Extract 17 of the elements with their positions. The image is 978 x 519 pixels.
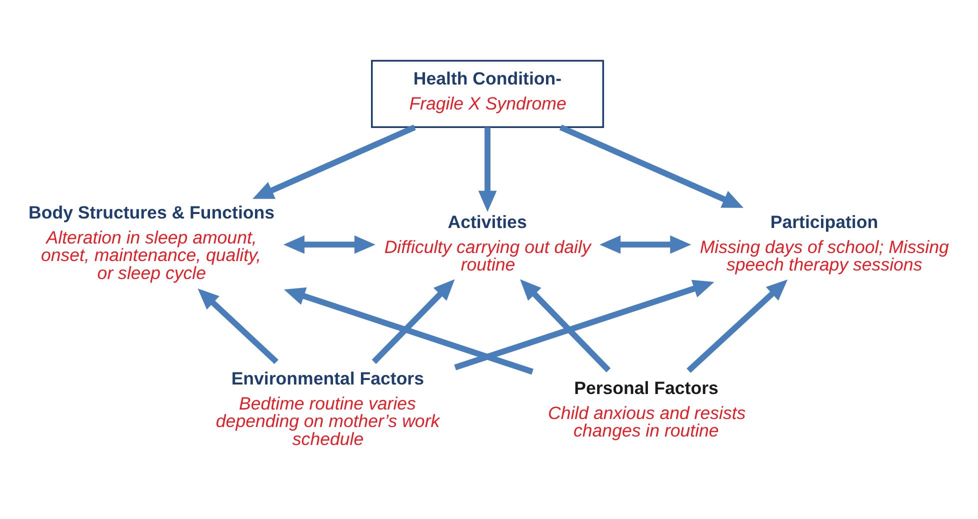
node-text: Body Structures & Functions Alteration in sleep amount, onset, maintenance, quality, or sleep cycle <box>28 202 275 282</box>
arrow <box>372 278 455 364</box>
arrow <box>284 286 534 374</box>
node-text: Environmental Factors Bedtime routine varies depending on mother’s work schedule <box>216 368 440 449</box>
arrow <box>600 234 692 254</box>
arrow <box>252 124 416 198</box>
arrow <box>283 234 376 254</box>
arrow <box>454 279 714 370</box>
arrow <box>198 288 278 364</box>
arrow <box>686 279 788 372</box>
node-text: Personal Factors Child anxious and resists changes in routine <box>548 378 746 440</box>
arrow <box>520 278 611 372</box>
node-text: Participation Missing days of school; Missing speech therapy sessions <box>700 211 949 274</box>
arrow <box>559 124 744 208</box>
node-text: Activities Difficulty carrying out daily routine <box>384 211 591 274</box>
node-box: Health Condition- Fragile X Syndrome <box>371 59 604 128</box>
arrow <box>478 126 497 212</box>
